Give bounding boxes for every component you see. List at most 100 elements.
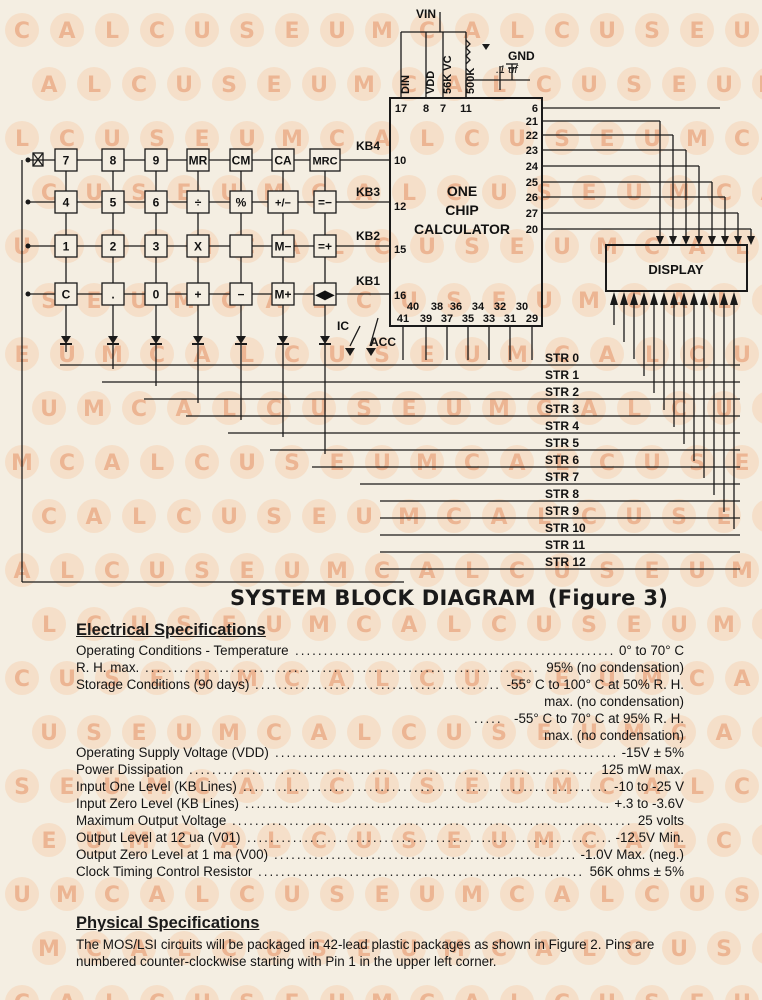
watermark-disc xyxy=(320,445,354,479)
display-digit-arrow xyxy=(650,292,658,305)
watermark-disc xyxy=(662,931,696,965)
key-label: + xyxy=(194,288,201,302)
watermark-disc xyxy=(725,553,759,587)
watermark-letter: C xyxy=(599,775,615,800)
key-label: 1 xyxy=(63,240,70,254)
watermark-disc xyxy=(185,13,219,47)
resistor xyxy=(465,39,471,65)
chip-pin-number: 27 xyxy=(526,208,538,220)
watermark-disc xyxy=(680,13,714,47)
watermark-disc xyxy=(680,877,714,911)
watermark-letter: M xyxy=(416,451,438,476)
watermark-disc xyxy=(365,337,399,371)
key xyxy=(144,190,168,214)
watermark-disc xyxy=(347,175,381,209)
watermark-disc xyxy=(482,931,516,965)
watermark-letter: L xyxy=(105,991,119,1000)
watermark-disc xyxy=(302,823,336,857)
watermark-disc xyxy=(50,445,84,479)
watermark-letter: A xyxy=(598,343,615,368)
watermark-disc xyxy=(167,931,201,965)
watermark-letter: E xyxy=(734,451,749,476)
spec-value: 25 volts xyxy=(637,813,684,828)
watermark-letter: U xyxy=(40,397,58,422)
watermark-letter: A xyxy=(373,127,390,152)
watermark-letter: S xyxy=(221,73,237,98)
strobe-label: STR 8 xyxy=(545,487,579,501)
key xyxy=(313,282,337,306)
chip-pin-number: 24 xyxy=(526,161,539,173)
watermark-letter: A xyxy=(760,181,762,206)
watermark-letter: A xyxy=(58,19,75,44)
watermark-letter: L xyxy=(600,883,614,908)
watermark-letter: A xyxy=(85,505,102,530)
watermark-letter: A xyxy=(625,829,642,854)
watermark-disc xyxy=(437,823,471,857)
spec-value: max. (no condensation) xyxy=(544,728,684,743)
watermark-disc xyxy=(455,769,489,803)
watermark-disc xyxy=(680,985,714,1000)
watermark-letter: C xyxy=(59,451,75,476)
watermark-disc xyxy=(752,500,762,532)
watermark-letter: E xyxy=(464,775,479,800)
watermark-disc xyxy=(212,931,246,965)
watermark-letter: U xyxy=(103,775,121,800)
watermark-disc xyxy=(707,931,741,965)
watermark-disc xyxy=(365,769,399,803)
watermark-letter: A xyxy=(40,73,57,98)
chip-pin-number: 35 xyxy=(462,313,474,325)
key xyxy=(229,234,253,258)
figure-title: SYSTEM BLOCK DIAGRAM(Figure 3) xyxy=(230,586,750,610)
watermark-disc xyxy=(410,553,444,587)
watermark-letter: U xyxy=(643,451,661,476)
watermark-disc xyxy=(212,715,246,749)
chip-pin-number: 31 xyxy=(504,313,516,325)
spec-value: +.3 to -3.6V xyxy=(614,796,684,811)
watermark-disc xyxy=(707,823,741,857)
watermark-letter: U xyxy=(40,721,58,746)
chip-pin-number: 16 xyxy=(394,290,406,302)
watermark-disc xyxy=(275,13,309,47)
watermark-disc xyxy=(167,67,201,101)
watermark-letter: C xyxy=(284,667,300,692)
watermark-disc xyxy=(617,607,651,641)
watermark-disc xyxy=(590,445,624,479)
watermark-disc xyxy=(122,607,156,641)
watermark-letter: E xyxy=(671,73,686,98)
dot-leader: ........................................… xyxy=(189,762,595,777)
watermark-disc xyxy=(275,445,309,479)
watermark-disc xyxy=(140,445,174,479)
watermark-letter: E xyxy=(59,775,74,800)
watermark-disc xyxy=(527,67,561,101)
watermark-letter: U xyxy=(220,505,238,530)
watermark-letter: U xyxy=(373,451,391,476)
watermark-disc xyxy=(752,284,762,316)
watermark-disc xyxy=(302,931,336,965)
spec-value: -15V ± 5% xyxy=(621,745,684,760)
watermark-disc xyxy=(257,715,291,749)
key xyxy=(101,148,125,172)
wire xyxy=(32,152,44,167)
watermark-disc xyxy=(617,67,651,101)
watermark-letter: C xyxy=(491,613,507,638)
watermark-disc xyxy=(302,499,336,533)
watermark-disc xyxy=(347,283,381,317)
watermark-disc xyxy=(275,985,309,1000)
watermark-disc xyxy=(707,607,741,641)
watermark-disc xyxy=(752,608,762,640)
display-digit-arrow xyxy=(710,292,718,305)
watermark-disc xyxy=(77,67,111,101)
watermark-disc xyxy=(212,823,246,857)
key-label: M− xyxy=(274,240,291,254)
watermark-disc xyxy=(410,661,444,695)
watermark-letter: C xyxy=(761,613,762,638)
watermark-letter: L xyxy=(42,613,56,638)
watermark-letter: C xyxy=(59,127,75,152)
watermark-letter: A xyxy=(715,721,732,746)
watermark-letter: M xyxy=(623,721,645,746)
watermark-letter: L xyxy=(375,667,389,692)
chip-pin-number: 20 xyxy=(526,224,538,236)
watermark-disc xyxy=(212,499,246,533)
watermark-letter: M xyxy=(38,937,60,962)
watermark-disc xyxy=(140,553,174,587)
